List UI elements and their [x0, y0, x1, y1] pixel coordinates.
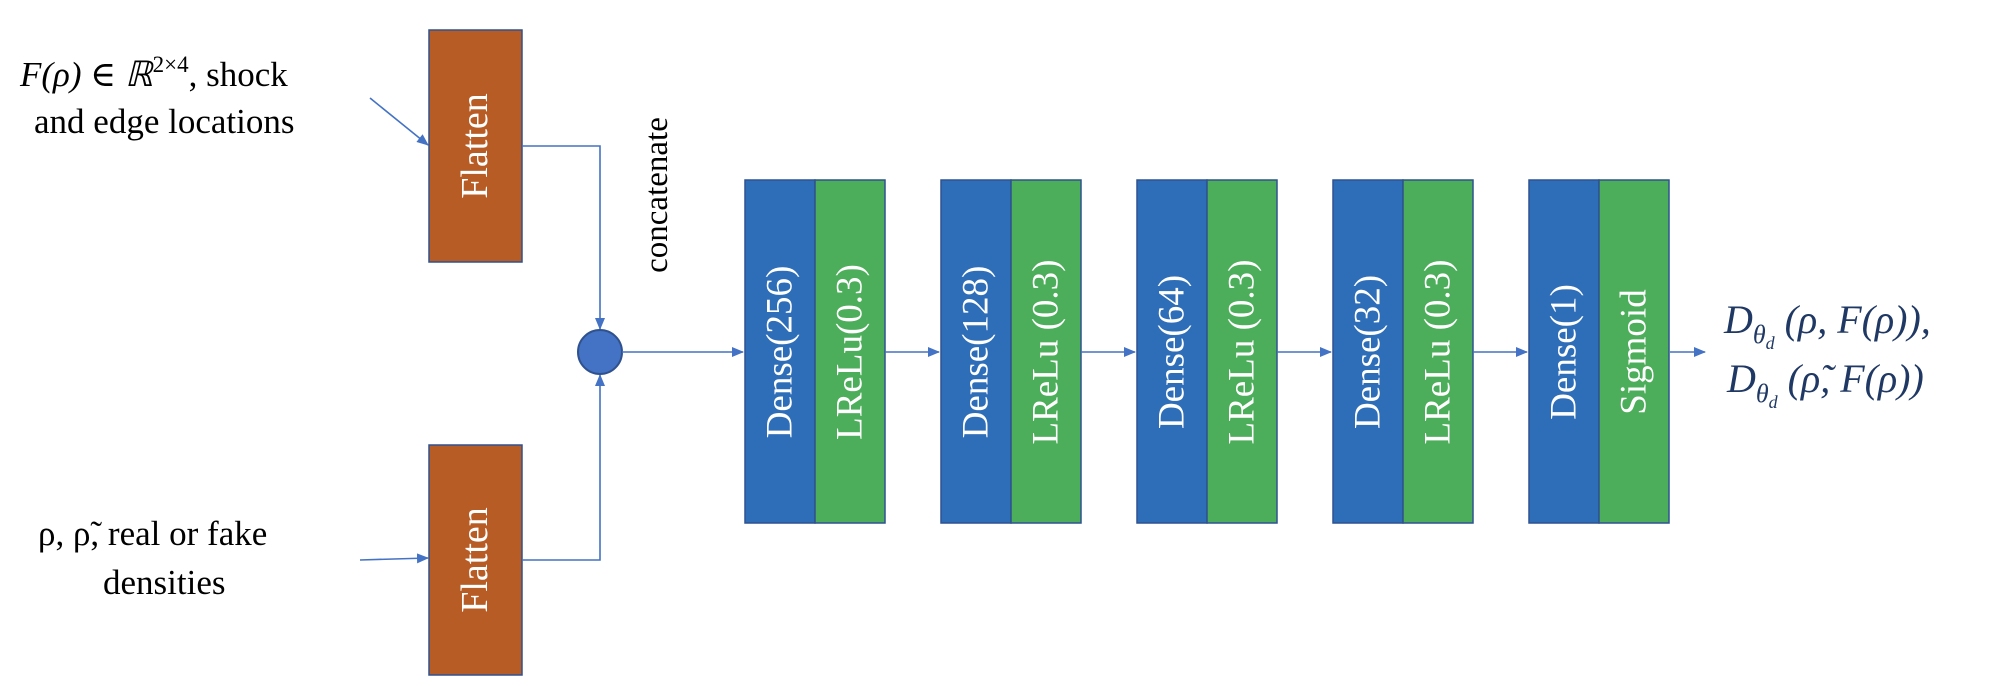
activation-box-4 [1598, 179, 1670, 524]
bottom-input-label-line2: densities [103, 563, 225, 602]
top-input-arrow [369, 97, 429, 146]
concatenate-label: concatenate [639, 117, 675, 273]
dense-label-0: Dense(256) [760, 266, 801, 439]
top-input-label-line2: and edge locations [34, 102, 294, 141]
concatenate-node [577, 329, 623, 375]
activation-box-3 [1402, 179, 1474, 524]
activation-label-4: Sigmoid [1614, 289, 1655, 415]
dense-label-2: Dense(64) [1152, 275, 1193, 429]
flatten-top-to-concat-arrow [522, 145, 605, 330]
activation-label-3: LReLu (0.3) [1418, 260, 1459, 445]
dense-label-1: Dense(128) [956, 266, 997, 439]
flatten-bottom-label: Flatten [454, 507, 496, 613]
dense-blocks: Dense(256) LReLu(0.3) Dense(128) LReLu (0.3… [744, 179, 1670, 524]
dense-label-4: Dense(1) [1544, 284, 1585, 420]
output-label-line2: Dθd (ρ̃, F(ρ)) [1726, 356, 1924, 412]
dense-box-2 [1136, 179, 1208, 524]
dense-box-4 [1528, 179, 1600, 524]
activation-label-2: LReLu (0.3) [1222, 260, 1263, 445]
dense-box-3 [1332, 179, 1404, 524]
top-input-label-line1: F(ρ) ∈ ℝ2×4, shock [19, 52, 288, 94]
output-label-line1: Dθd (ρ, F(ρ)), [1723, 297, 1931, 353]
dense-box-0 [744, 179, 816, 524]
activation-label-0: LReLu(0.3) [830, 264, 871, 440]
bottom-input-label-line1: ρ, ρ̃, real or fake [38, 514, 267, 553]
flatten-top-box [428, 29, 523, 263]
flatten-bottom-to-concat-arrow [522, 374, 605, 561]
flatten-top-label: Flatten [454, 93, 496, 199]
dense-label-3: Dense(32) [1348, 275, 1389, 429]
activation-box-2 [1206, 179, 1278, 524]
bottom-input-arrow [359, 553, 429, 564]
flatten-bottom-box [428, 444, 523, 676]
activation-label-1: LReLu (0.3) [1026, 260, 1067, 445]
activation-box-1 [1010, 179, 1082, 524]
